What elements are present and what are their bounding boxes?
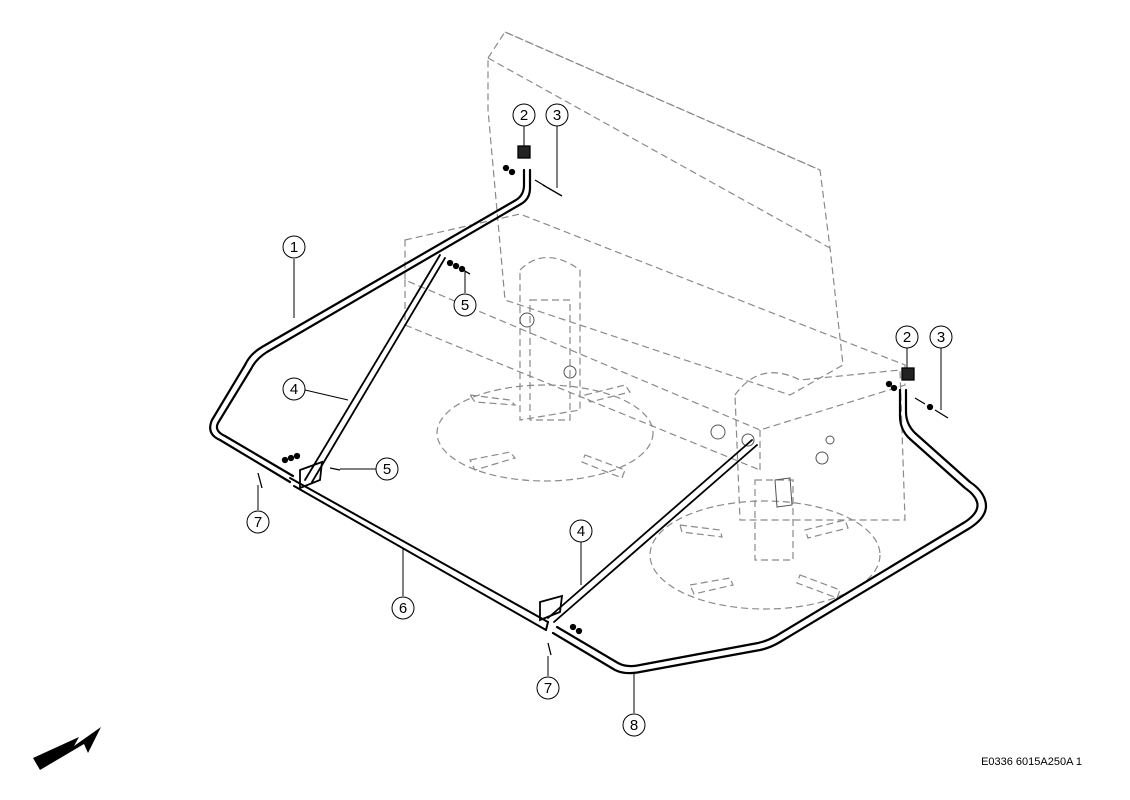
- callout-4-left: 4: [282, 377, 306, 401]
- callout-label: 4: [577, 523, 585, 540]
- callout-7-left: 7: [246, 510, 270, 534]
- hardware: [257, 145, 949, 656]
- direction-arrow-icon: [33, 727, 101, 770]
- callout-7-right: 7: [536, 676, 560, 700]
- callout-5-top: 5: [453, 293, 477, 317]
- callout-label: 7: [544, 680, 552, 697]
- callout-label: 5: [383, 461, 391, 478]
- right-guard-frame: [551, 388, 988, 675]
- left-guard-frame: [209, 168, 532, 484]
- callout-3-top: 3: [545, 103, 569, 127]
- callout-label: 1: [290, 239, 298, 256]
- leader-lines: [257, 126, 942, 713]
- callout-label: 2: [520, 107, 528, 124]
- hub-details: [519, 312, 835, 508]
- callout-1: 1: [282, 235, 306, 259]
- document-code: E0336 6015A250A 1: [981, 756, 1082, 768]
- stay-bars: [299, 254, 758, 623]
- callout-2-top: 2: [512, 103, 536, 127]
- callout-3-right: 3: [929, 325, 953, 349]
- callout-label: 6: [399, 600, 407, 617]
- callout-label: 4: [290, 381, 298, 398]
- callout-label: 5: [461, 297, 469, 314]
- callout-6: 6: [391, 596, 415, 620]
- front-cross-bar: [289, 477, 549, 631]
- callout-5-lower: 5: [375, 457, 399, 481]
- callout-2-right: 2: [895, 325, 919, 349]
- callout-8: 8: [622, 713, 646, 737]
- callout-label: 7: [254, 514, 262, 531]
- callout-label: 3: [553, 107, 561, 124]
- callout-4-right: 4: [569, 519, 593, 543]
- mower-body-phantom: [404, 31, 906, 610]
- callout-label: 3: [937, 329, 945, 346]
- callout-label: 8: [630, 717, 638, 734]
- callout-label: 2: [903, 329, 911, 346]
